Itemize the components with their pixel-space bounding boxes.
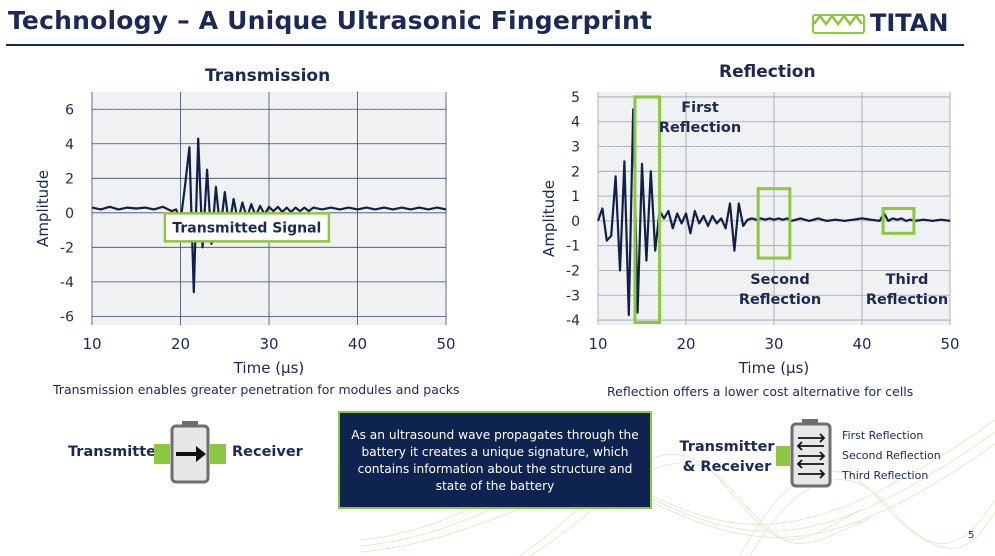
legend-second-reflection: Second Reflection (842, 449, 941, 462)
transmission-caption: Transmission enables greater penetration… (53, 382, 460, 397)
transmitter-receiver-label: Transmitter & Receiver (679, 439, 775, 475)
reflection-highlight-box-3 (881, 207, 916, 235)
transmission-y-tick-label: -6 (60, 309, 74, 325)
reflection-y-tick-label: 2 (571, 164, 580, 180)
transmission-x-tick-label: 50 (436, 335, 455, 353)
transmission-chart-title: Transmission (205, 66, 331, 86)
transmission-x-tick-label: 20 (171, 335, 190, 353)
reflection-chart-title: Reflection (719, 62, 816, 82)
page-number: 5 (968, 530, 975, 541)
reflection-y-tick-label: 1 (571, 189, 580, 205)
transmission-y-tick-label: -4 (60, 275, 74, 291)
reflection-y-tick-label: 0 (571, 214, 580, 230)
transmission-x-axis-label: Time (µs) (233, 359, 305, 377)
reflection-x-tick-label: 40 (852, 335, 871, 353)
transmission-x-tick-label: 40 (348, 335, 367, 353)
reflection-caption: Reflection offers a lower cost alternati… (607, 384, 914, 399)
transmission-x-tick-label: 30 (259, 335, 278, 353)
reflection-y-tick-label: 3 (571, 140, 580, 156)
reflection-x-tick-label: 10 (588, 335, 607, 353)
transmission-y-tick-label: -2 (60, 240, 74, 256)
reflection-x-axis-label: Time (µs) (738, 359, 810, 377)
titan-logo-icon (812, 13, 865, 34)
transmission-y-tick-label: 4 (65, 137, 74, 153)
transmitted-signal-label: Transmitted Signal (172, 220, 321, 236)
legend-first-reflection: First Reflection (842, 429, 924, 442)
reflection-x-tick-label: 50 (940, 335, 959, 353)
title-divider (6, 44, 964, 46)
reflection-y-tick-label: -1 (566, 239, 580, 255)
legend-third-reflection: Third Reflection (842, 469, 929, 482)
reflection-highlight-box-2 (756, 187, 792, 260)
reflection-y-tick-label: -2 (566, 263, 580, 279)
transmission-y-tick-label: 2 (65, 171, 74, 187)
logo-text: TITAN (870, 9, 949, 37)
transmitter-label: Transmitter (68, 444, 164, 460)
reflection-y-tick-label: -3 (566, 288, 580, 304)
reflection-y-tick-label: -4 (566, 313, 580, 329)
third-reflection-label: Third Reflection (865, 272, 949, 308)
slide-title: Technology – A Unique Ultrasonic Fingerp… (8, 6, 653, 35)
receiver-label: Receiver (232, 444, 303, 460)
transmission-y-axis-label: Amplitude (34, 170, 52, 247)
reflection-y-tick-label: 4 (571, 115, 580, 131)
first-reflection-label: First Reflection (658, 100, 742, 136)
transmission-y-tick-label: 0 (65, 206, 74, 222)
reflection-battery-icon (776, 419, 832, 488)
transmission-x-tick-label: 10 (82, 335, 101, 353)
reflection-x-tick-label: 30 (764, 335, 783, 353)
reflection-y-tick-label: 5 (571, 90, 580, 106)
info-box: As an ultrasound wave propagates through… (338, 411, 652, 509)
reflection-highlight-box-1 (633, 95, 662, 325)
transmission-battery-icon (154, 421, 226, 484)
reflection-x-tick-label: 20 (676, 335, 695, 353)
reflection-y-axis-label: Amplitude (540, 180, 558, 257)
second-reflection-label: Second Reflection (738, 272, 822, 308)
transmitted-signal-box (163, 212, 331, 243)
transmission-y-tick-label: 6 (65, 102, 74, 118)
